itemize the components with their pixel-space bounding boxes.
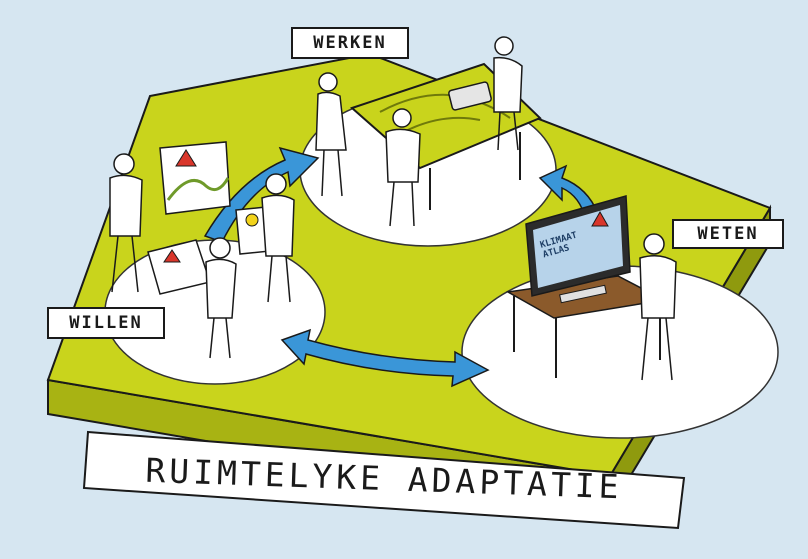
map-device (448, 81, 492, 111)
label-weten: WETEN (672, 219, 784, 249)
person-at-computer (639, 233, 677, 381)
poster-warning (159, 141, 231, 215)
label-willen: WILLEN (47, 307, 165, 339)
title-banner-shape (82, 430, 686, 530)
person-woman-standing (315, 72, 347, 197)
person-man-leaning (493, 36, 523, 151)
label-werken: WERKEN (291, 27, 409, 59)
arrow-willen-weten (280, 328, 490, 388)
title-banner: RUIMTELYKE ADAPTATIE (84, 438, 684, 520)
person-older-man (261, 173, 295, 303)
sun-symbol (245, 213, 259, 227)
werken-scene (315, 36, 542, 227)
person-man-back (385, 108, 421, 227)
cycle-arrows (203, 146, 599, 388)
person-woman-holding-sign (205, 237, 237, 359)
warning-triangle (175, 149, 197, 167)
poster-graph (166, 177, 230, 201)
keyboard (559, 284, 607, 304)
weten-scene (505, 195, 677, 381)
willen-scene (109, 141, 295, 359)
sign-warning-triangle (163, 249, 181, 263)
screen-warning-icon (591, 210, 609, 227)
person-man-pointing (109, 153, 143, 293)
title-text: RUIMTELYKE ADAPTATIE (144, 450, 624, 507)
